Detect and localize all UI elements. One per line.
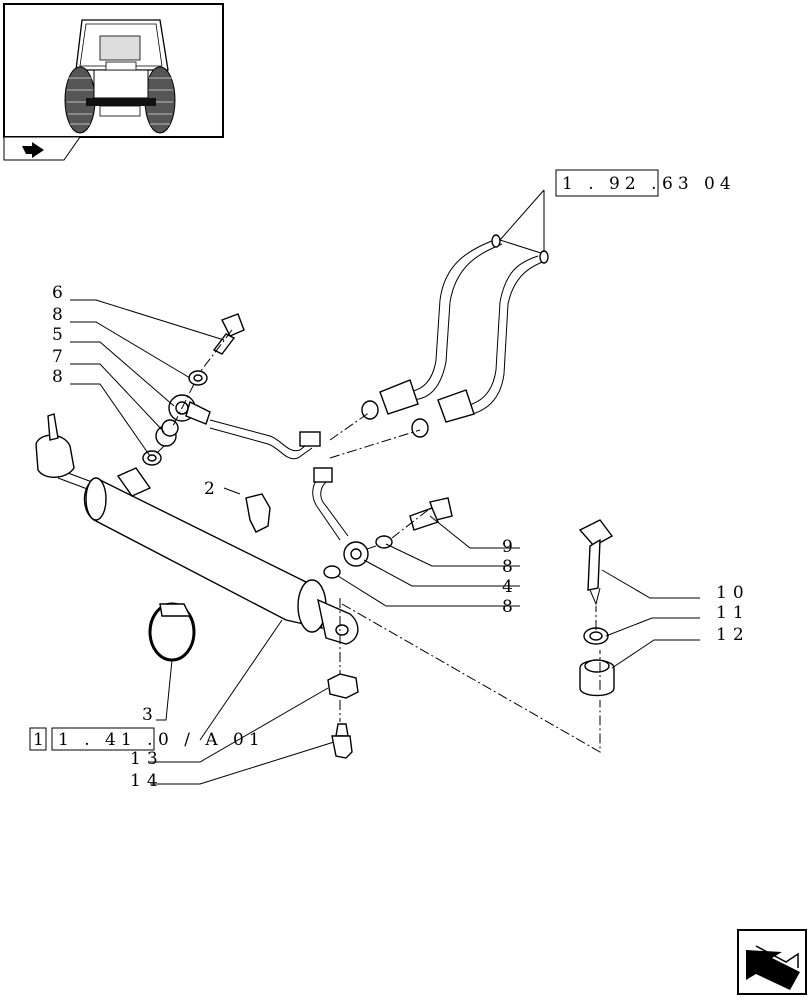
callout-3: 3 [142, 705, 159, 725]
callout-5: 5 [52, 325, 69, 345]
axis-line-right [341, 603, 601, 753]
callout-8: 8 [52, 305, 69, 325]
reference-top[interactable]: 1 . 92 . 63 04 [555, 169, 736, 197]
axis-line-upper [153, 329, 233, 457]
plate-2 [245, 493, 271, 533]
callout-4: 4 [502, 577, 519, 597]
callout-8: 8 [502, 557, 519, 577]
callout-8: 8 [52, 367, 69, 387]
next-page-arrow-icon[interactable] [737, 929, 807, 995]
callout-9: 9 [502, 537, 519, 557]
callout-11: 11 [716, 603, 750, 623]
clamp-3 [148, 602, 196, 662]
reference-top-rest: 63 04 [662, 174, 736, 194]
leader-lines [70, 299, 700, 785]
banjo-fitting-upper [168, 394, 211, 425]
reference-bottom-rest: 0 / A 01 [158, 730, 265, 750]
banjo-bolt-upper [212, 313, 245, 355]
grease-nipple-14 [331, 723, 353, 759]
callout-12: 12 [716, 625, 750, 645]
callout-7: 7 [52, 347, 69, 367]
callout-14: 14 [130, 771, 164, 791]
callout-2: 2 [204, 479, 221, 499]
washer-lower-2 [323, 565, 341, 579]
callout-10: 10 [716, 583, 750, 603]
axis-line-bolt [363, 509, 429, 551]
callout-8: 8 [502, 597, 519, 617]
hydraulic-pipes [209, 189, 549, 541]
bushing-12 [579, 659, 615, 697]
reference-bottom[interactable]: 1 1 . 41 . 0 / A 01 [29, 727, 265, 751]
washer-upper-1-hole [193, 374, 203, 382]
pin-10 [578, 519, 614, 606]
reference-bottom-prefix: 1 [33, 730, 49, 750]
callout-6: 6 [52, 283, 69, 303]
banjo-fitting-lower [343, 541, 369, 567]
spacer-7 [155, 419, 179, 447]
washer-upper-2-hole [147, 454, 157, 462]
callout-13: 13 [130, 749, 164, 769]
nut-13 [327, 673, 359, 699]
tractor-rear-view-icon [64, 19, 176, 134]
steering-cylinder [35, 413, 359, 645]
reference-top-boxed: 1 . 92 . [562, 174, 661, 194]
reference-bottom-boxed: 1 . 41 . [58, 730, 157, 750]
washer-11-hole [589, 631, 603, 641]
thumbnail-frame[interactable] [3, 3, 224, 161]
banjo-bolt-lower [409, 497, 453, 531]
arrow-back-icon[interactable] [22, 142, 44, 158]
